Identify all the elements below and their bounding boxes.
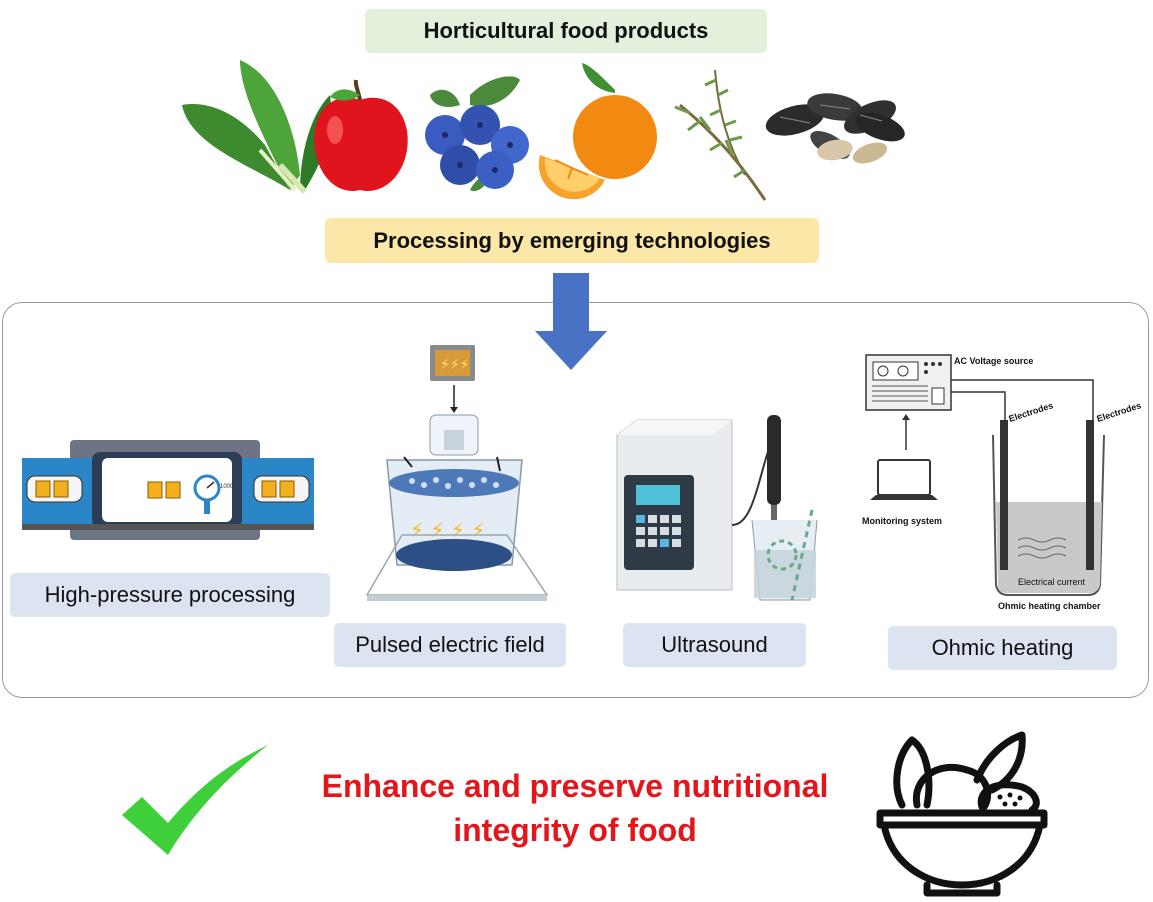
outcome-line-1: Enhance and preserve nutritional [321,768,829,804]
header-title: Horticultural food products [365,9,767,53]
ohmic-monitoring-label: Monitoring system [862,516,942,526]
tag-ultrasound: Ultrasound [623,623,806,667]
processing-label: Processing by emerging technologies [325,218,819,263]
sunflower-seeds-icon [765,93,905,164]
outcome-line-2: integrity of food [453,812,697,848]
ohmic-electrodes-right: Electrodes [1096,400,1143,424]
ohmic-illustration: AC Voltage source Electrodes Electrodes … [862,354,1143,611]
apple-icon [314,79,408,191]
fruit-bowl-icon [876,731,1048,897]
tag-pulsed-electric-field: Pulsed electric field [334,623,566,667]
orange-icon [538,63,657,200]
ohmic-current-label: Electrical current [1018,577,1086,587]
hpp-gauge-value: 1000 [220,484,234,490]
tag-high-pressure-processing: High-pressure processing [10,573,330,617]
ohmic-ac-source-label: AC Voltage source [954,356,1033,366]
blueberries-icon [425,76,529,192]
food-icons-row [182,60,905,201]
tag-ohmic-heating: Ohmic heating [888,626,1117,670]
down-arrow-icon [535,273,607,370]
pef-illustration: ⚡⚡⚡ ⚡ ⚡ ⚡ ⚡ [365,345,549,601]
checkmark-icon [122,745,268,855]
rosemary-icon [674,69,767,201]
ohmic-electrodes-left: Electrodes [1008,400,1055,424]
ohmic-chamber-label: Ohmic heating chamber [998,601,1101,611]
ultrasound-illustration [616,415,818,601]
spinach-icon [182,60,331,195]
hpp-illustration: 1000 [22,440,314,540]
svg-text:⚡ ⚡ ⚡ ⚡: ⚡ ⚡ ⚡ ⚡ [410,518,485,542]
svg-text:⚡⚡⚡: ⚡⚡⚡ [440,357,470,373]
outcome-text: Enhance and preserve nutritional integri… [250,764,900,852]
